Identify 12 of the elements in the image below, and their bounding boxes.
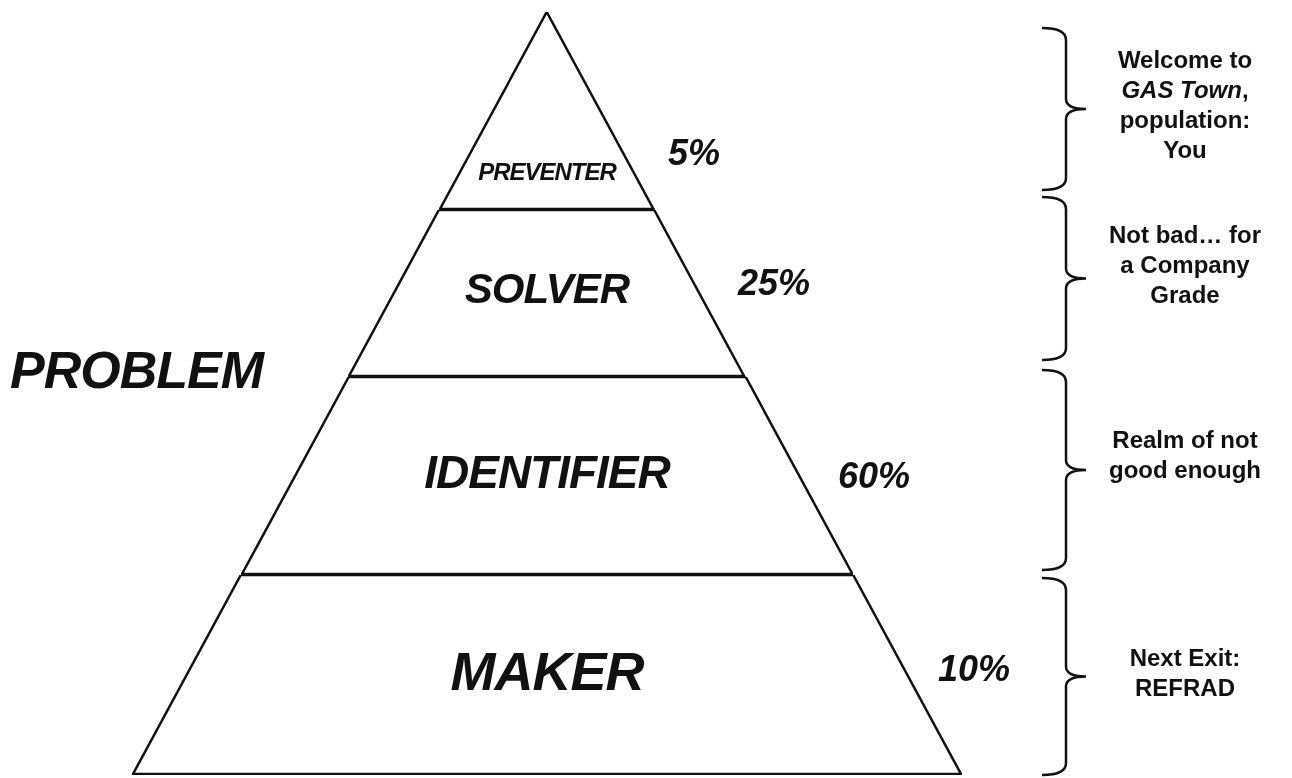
percentage-label: 25% [738, 262, 811, 304]
bracket-note: Realm of not good enough [1108, 425, 1262, 485]
percentage-label: 10% [938, 648, 1011, 690]
percentage-label: 60% [838, 455, 911, 497]
side-label: PROBLEM [10, 340, 263, 400]
bracket-note: Welcome to GAS Town, population: You [1116, 45, 1254, 165]
bracket-note: Next Exit: REFRAD [1128, 643, 1242, 703]
percentage-label: 5% [668, 132, 721, 174]
pyramid-tier [439, 12, 655, 210]
bracket-note: Not bad… for a Company Grade [1108, 220, 1262, 310]
tier-label: PREVENTER [477, 158, 618, 186]
tier-label: SOLVER [463, 265, 631, 313]
